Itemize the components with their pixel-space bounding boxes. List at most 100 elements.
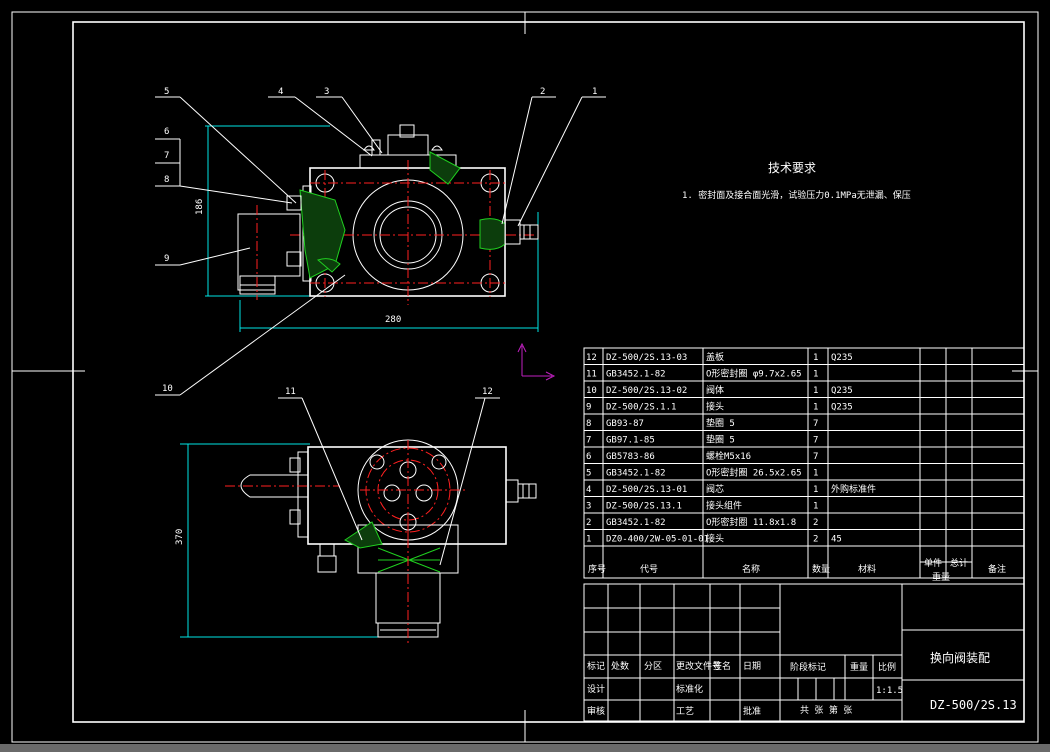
part-qty: 1 bbox=[813, 386, 818, 396]
callout-10: 10 bbox=[162, 384, 173, 394]
header-weight: 重量 bbox=[932, 571, 950, 583]
header-material: 材料 bbox=[858, 563, 876, 575]
part-name: 垫圈 5 bbox=[706, 417, 735, 429]
part-note: 外购标准件 bbox=[831, 483, 876, 495]
part-qty: 1 bbox=[813, 469, 818, 479]
part-code: GB5783-86 bbox=[606, 452, 655, 462]
tech-requirements-title: 技术要求 bbox=[768, 161, 816, 175]
callout-8: 8 bbox=[164, 175, 169, 185]
part-name: 阀体 bbox=[706, 384, 724, 396]
callout-4: 4 bbox=[278, 87, 283, 97]
callout-3: 3 bbox=[324, 87, 329, 97]
header-total-weight: 总计 bbox=[950, 557, 968, 569]
drawing-title: 换向阀装配 bbox=[930, 650, 990, 665]
dim-width-top: 280 bbox=[385, 315, 401, 325]
part-qty: 1 bbox=[813, 502, 818, 512]
label-change-no: 更改文件号 bbox=[676, 660, 721, 672]
callout-5: 5 bbox=[164, 87, 169, 97]
part-name: 接头 bbox=[706, 401, 724, 413]
part-no: 8 bbox=[586, 419, 591, 429]
part-code: DZ-500/2S.1.1 bbox=[606, 403, 676, 413]
status-bar bbox=[0, 744, 1050, 752]
part-name: 接头 bbox=[706, 533, 724, 545]
header-name: 名称 bbox=[742, 563, 760, 575]
label-check: 审核 bbox=[587, 705, 605, 717]
dim-height-bottom: 370 bbox=[175, 529, 185, 545]
callout-1: 1 bbox=[592, 87, 597, 97]
part-no: 5 bbox=[586, 469, 591, 479]
scale-value: 1:1.5 bbox=[876, 686, 903, 696]
label-count: 处数 bbox=[611, 660, 629, 672]
drawing-number: DZ-500/2S.13 bbox=[930, 698, 1017, 712]
part-code: GB3452.1-82 bbox=[606, 370, 666, 380]
label-stage: 阶段标记 bbox=[790, 661, 826, 673]
label-weight: 重量 bbox=[850, 661, 868, 673]
part-code: DZ-500/2S.13-03 bbox=[606, 353, 687, 363]
part-code: DZ-500/2S.13-02 bbox=[606, 386, 687, 396]
label-sheet: 共 张 第 张 bbox=[800, 704, 852, 716]
header-unit-weight: 单件 bbox=[924, 557, 942, 569]
part-name: 接头组件 bbox=[706, 500, 742, 512]
part-qty: 7 bbox=[813, 452, 818, 462]
header-no: 序号 bbox=[588, 563, 606, 575]
header-note: 备注 bbox=[988, 563, 1006, 575]
label-standard: 标准化 bbox=[676, 683, 703, 695]
label-marks: 标记 bbox=[587, 660, 605, 672]
header-code: 代号 bbox=[640, 564, 658, 575]
outer-border bbox=[11, 11, 1039, 743]
dim-height-top: 186 bbox=[195, 199, 205, 215]
part-material: 45 bbox=[831, 535, 842, 545]
parts-list-grid bbox=[583, 347, 1025, 579]
callout-11: 11 bbox=[285, 387, 296, 397]
part-no: 7 bbox=[586, 436, 591, 446]
title-block-labels: 标记 处数 分区 更改文件号 签名 日期 设计 标准化 审核 工艺 批准 阶段标… bbox=[587, 650, 1017, 717]
part-material: Q235 bbox=[831, 403, 853, 413]
tech-requirements-note: 1. 密封面及接合面光滑，试验压力0.1MPa无泄漏、保压 bbox=[682, 189, 911, 201]
part-code: GB93-87 bbox=[606, 419, 644, 429]
part-code: GB3452.1-82 bbox=[606, 518, 666, 528]
part-qty: 1 bbox=[813, 353, 818, 363]
part-name: 螺栓M5x16 bbox=[706, 450, 751, 462]
part-no: 10 bbox=[586, 386, 597, 396]
part-qty: 2 bbox=[813, 518, 818, 528]
callout-7: 7 bbox=[164, 151, 169, 161]
label-sign: 签名 bbox=[713, 660, 731, 672]
part-qty: 7 bbox=[813, 436, 818, 446]
part-qty: 1 bbox=[813, 403, 818, 413]
label-date: 日期 bbox=[743, 661, 761, 672]
callout-numbers: 5 4 3 2 1 6 7 8 9 10 11 12 bbox=[162, 87, 597, 397]
part-no: 4 bbox=[586, 485, 591, 495]
part-no: 2 bbox=[586, 518, 591, 528]
centering-marks bbox=[12, 12, 1038, 742]
part-qty: 1 bbox=[813, 485, 818, 495]
callout-2: 2 bbox=[540, 87, 545, 97]
inner-frame bbox=[72, 21, 1025, 723]
bottom-view: 370 bbox=[175, 439, 537, 645]
part-no: 3 bbox=[586, 502, 591, 512]
part-no: 12 bbox=[586, 353, 597, 363]
part-code: DZ0-400/2W-05-01-01 bbox=[606, 535, 709, 545]
label-zone: 分区 bbox=[644, 661, 662, 672]
part-code: DZ-500/2S.13.1 bbox=[606, 502, 682, 512]
ucs-icon bbox=[517, 342, 556, 381]
header-qty: 数量 bbox=[812, 563, 830, 575]
part-name: 垫圈 5 bbox=[706, 434, 735, 446]
part-no: 1 bbox=[586, 535, 591, 545]
part-code: DZ-500/2S.13-01 bbox=[606, 485, 687, 495]
part-code: GB3452.1-82 bbox=[606, 469, 666, 479]
callout-12: 12 bbox=[482, 387, 493, 397]
part-material: Q235 bbox=[831, 386, 853, 396]
part-qty: 1 bbox=[813, 370, 818, 380]
callout-9: 9 bbox=[164, 254, 169, 264]
part-name: O形密封圈 26.5x2.65 bbox=[706, 467, 802, 479]
part-no: 11 bbox=[586, 370, 597, 380]
part-qty: 7 bbox=[813, 419, 818, 429]
part-material: Q235 bbox=[831, 353, 853, 363]
label-approve: 批准 bbox=[743, 705, 761, 717]
part-qty: 2 bbox=[813, 535, 818, 545]
part-name: O形密封圈 φ9.7x2.65 bbox=[706, 368, 802, 380]
top-view: 186 280 bbox=[195, 124, 539, 332]
callout-6: 6 bbox=[164, 127, 169, 137]
